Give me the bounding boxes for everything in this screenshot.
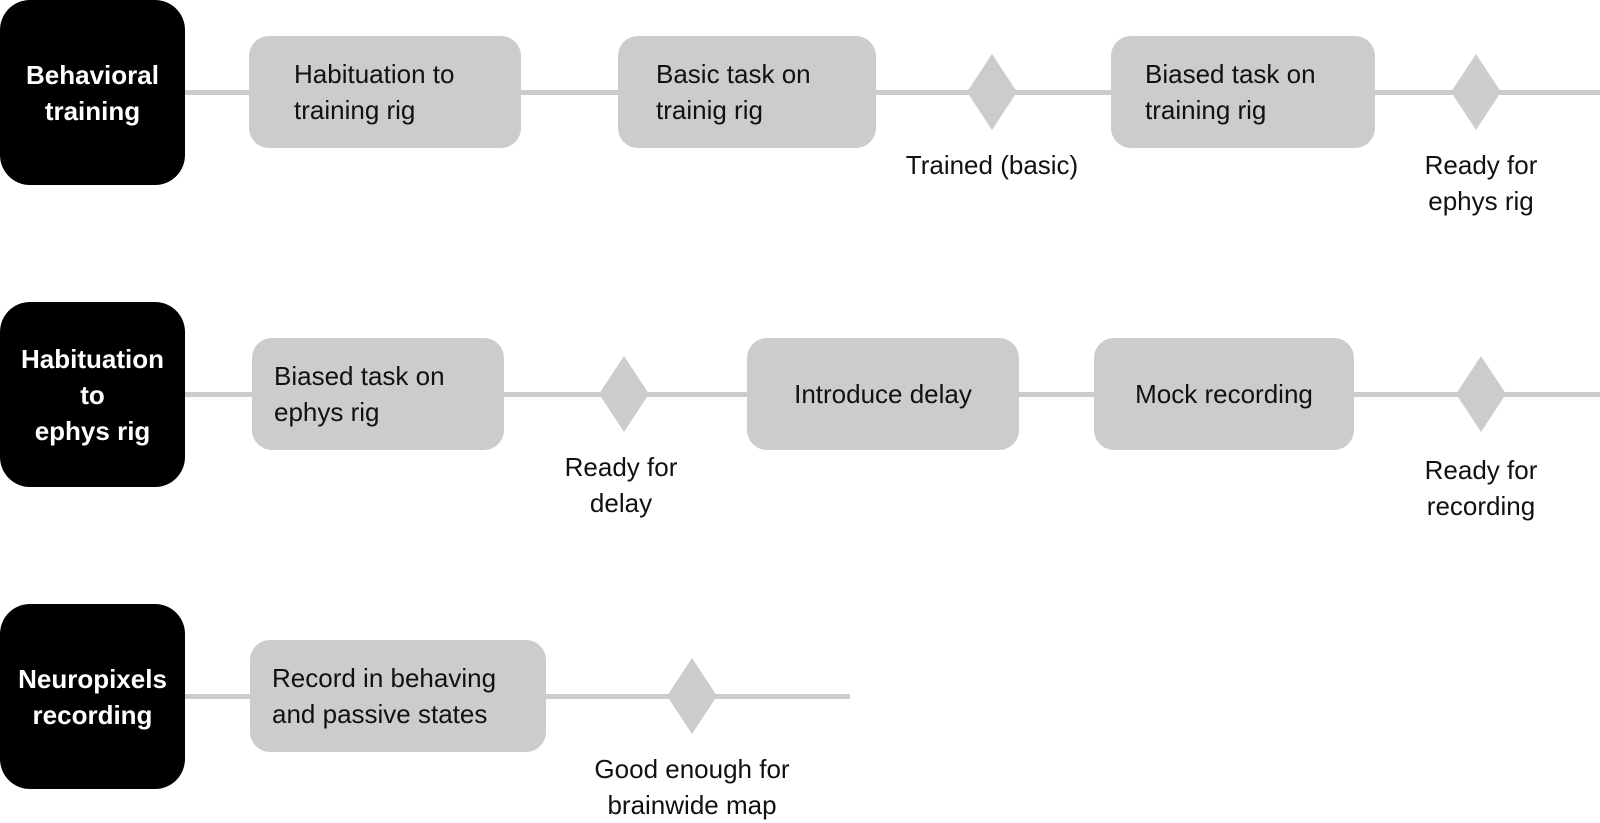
stage-behavioral-training: Behavioral training: [0, 0, 185, 185]
milestone-label-ready-recording: Ready for recording: [1424, 455, 1538, 521]
milestone-label-ready-delay: Ready for delay: [564, 452, 678, 518]
connector-line: [180, 90, 1600, 95]
milestone-diamond: [667, 658, 717, 734]
stage-neuropixels-recording: Neuropixels recording: [0, 604, 185, 789]
milestone-label-ready-ephys-rig: Ready for ephys rig: [1424, 150, 1538, 216]
milestone-label-brainwide-map: Good enough for brainwide map: [594, 754, 790, 820]
step-basic-task-training-rig: Basic task on trainig rig: [618, 36, 876, 148]
step-introduce-delay: Introduce delay: [747, 338, 1019, 450]
milestone-label-trained-basic: Trained (basic): [905, 150, 1079, 180]
milestone-diamond: [599, 356, 649, 432]
stage-habituation-ephys-rig: Habituation to ephys rig: [0, 302, 185, 487]
milestone-diamond: [1456, 356, 1506, 432]
milestone-diamond: [1451, 54, 1501, 130]
step-biased-task-training-rig: Biased task on training rig: [1111, 36, 1375, 148]
step-habituation-training-rig: Habituation to training rig: [249, 36, 521, 148]
step-biased-task-ephys-rig: Biased task on ephys rig: [252, 338, 504, 450]
milestone-diamond: [967, 54, 1017, 130]
step-mock-recording: Mock recording: [1094, 338, 1354, 450]
step-record-behaving-passive: Record in behaving and passive states: [250, 640, 546, 752]
